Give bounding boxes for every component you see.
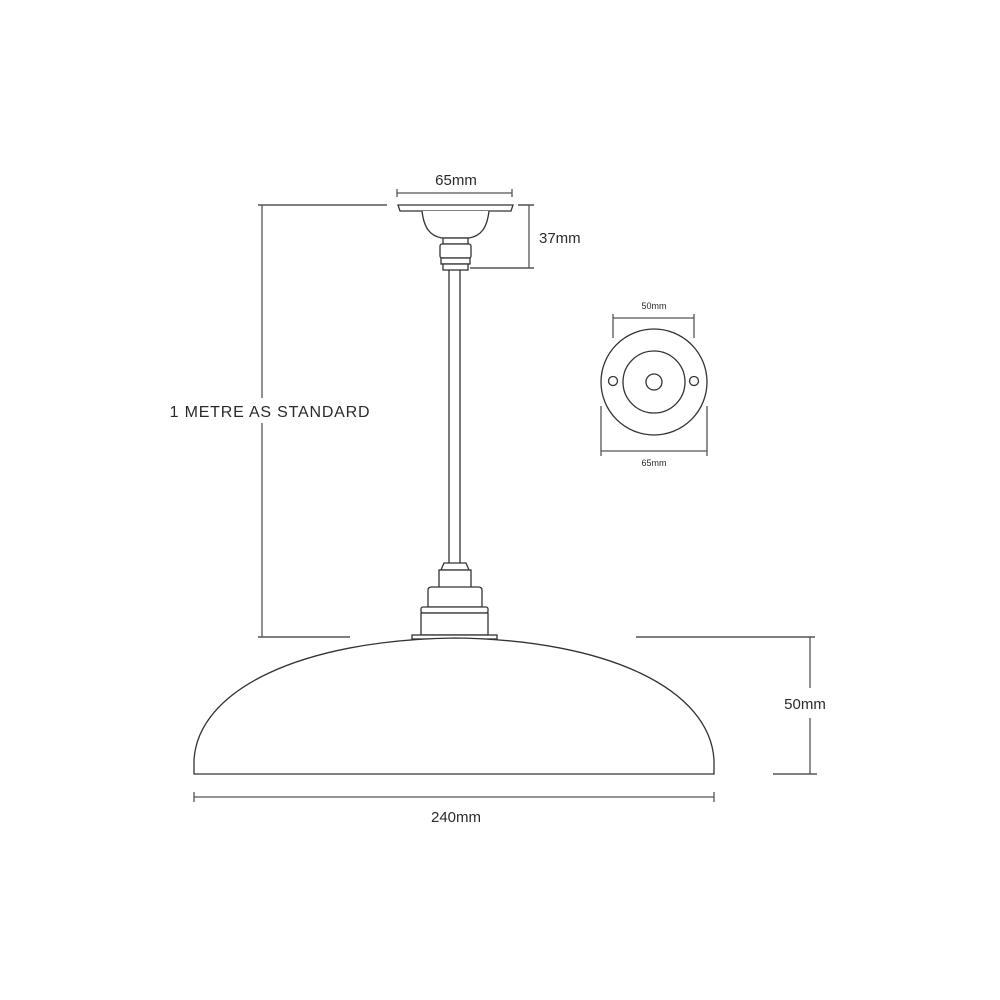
label-shade-width: 240mm: [431, 809, 481, 826]
suspension-rod: [448, 270, 461, 563]
dim-ceiling-rose-width: 65mm: [396, 172, 513, 197]
cord-grip: [439, 237, 472, 271]
label-drop-length: 1 METRE AS STANDARD: [170, 404, 371, 421]
ceiling-rose: [397, 204, 514, 239]
label-plan-inner: 50mm: [641, 301, 666, 311]
dim-ceiling-rose-height: 37mm: [470, 204, 581, 269]
label-rose-height: 37mm: [539, 230, 581, 247]
dim-drop-length: 1 METRE AS STANDARD: [170, 204, 387, 638]
label-rose-width: 65mm: [435, 172, 477, 189]
dim-shade-height: 50mm: [636, 636, 826, 775]
ceiling-rose-plan-view: 50mm 65mm: [600, 301, 708, 468]
dome-shade: [193, 637, 715, 775]
label-shade-height: 50mm: [784, 696, 826, 713]
lamp-holder: [411, 562, 498, 640]
dim-shade-width: 240mm: [193, 792, 715, 826]
label-plan-outer: 65mm: [641, 458, 666, 468]
